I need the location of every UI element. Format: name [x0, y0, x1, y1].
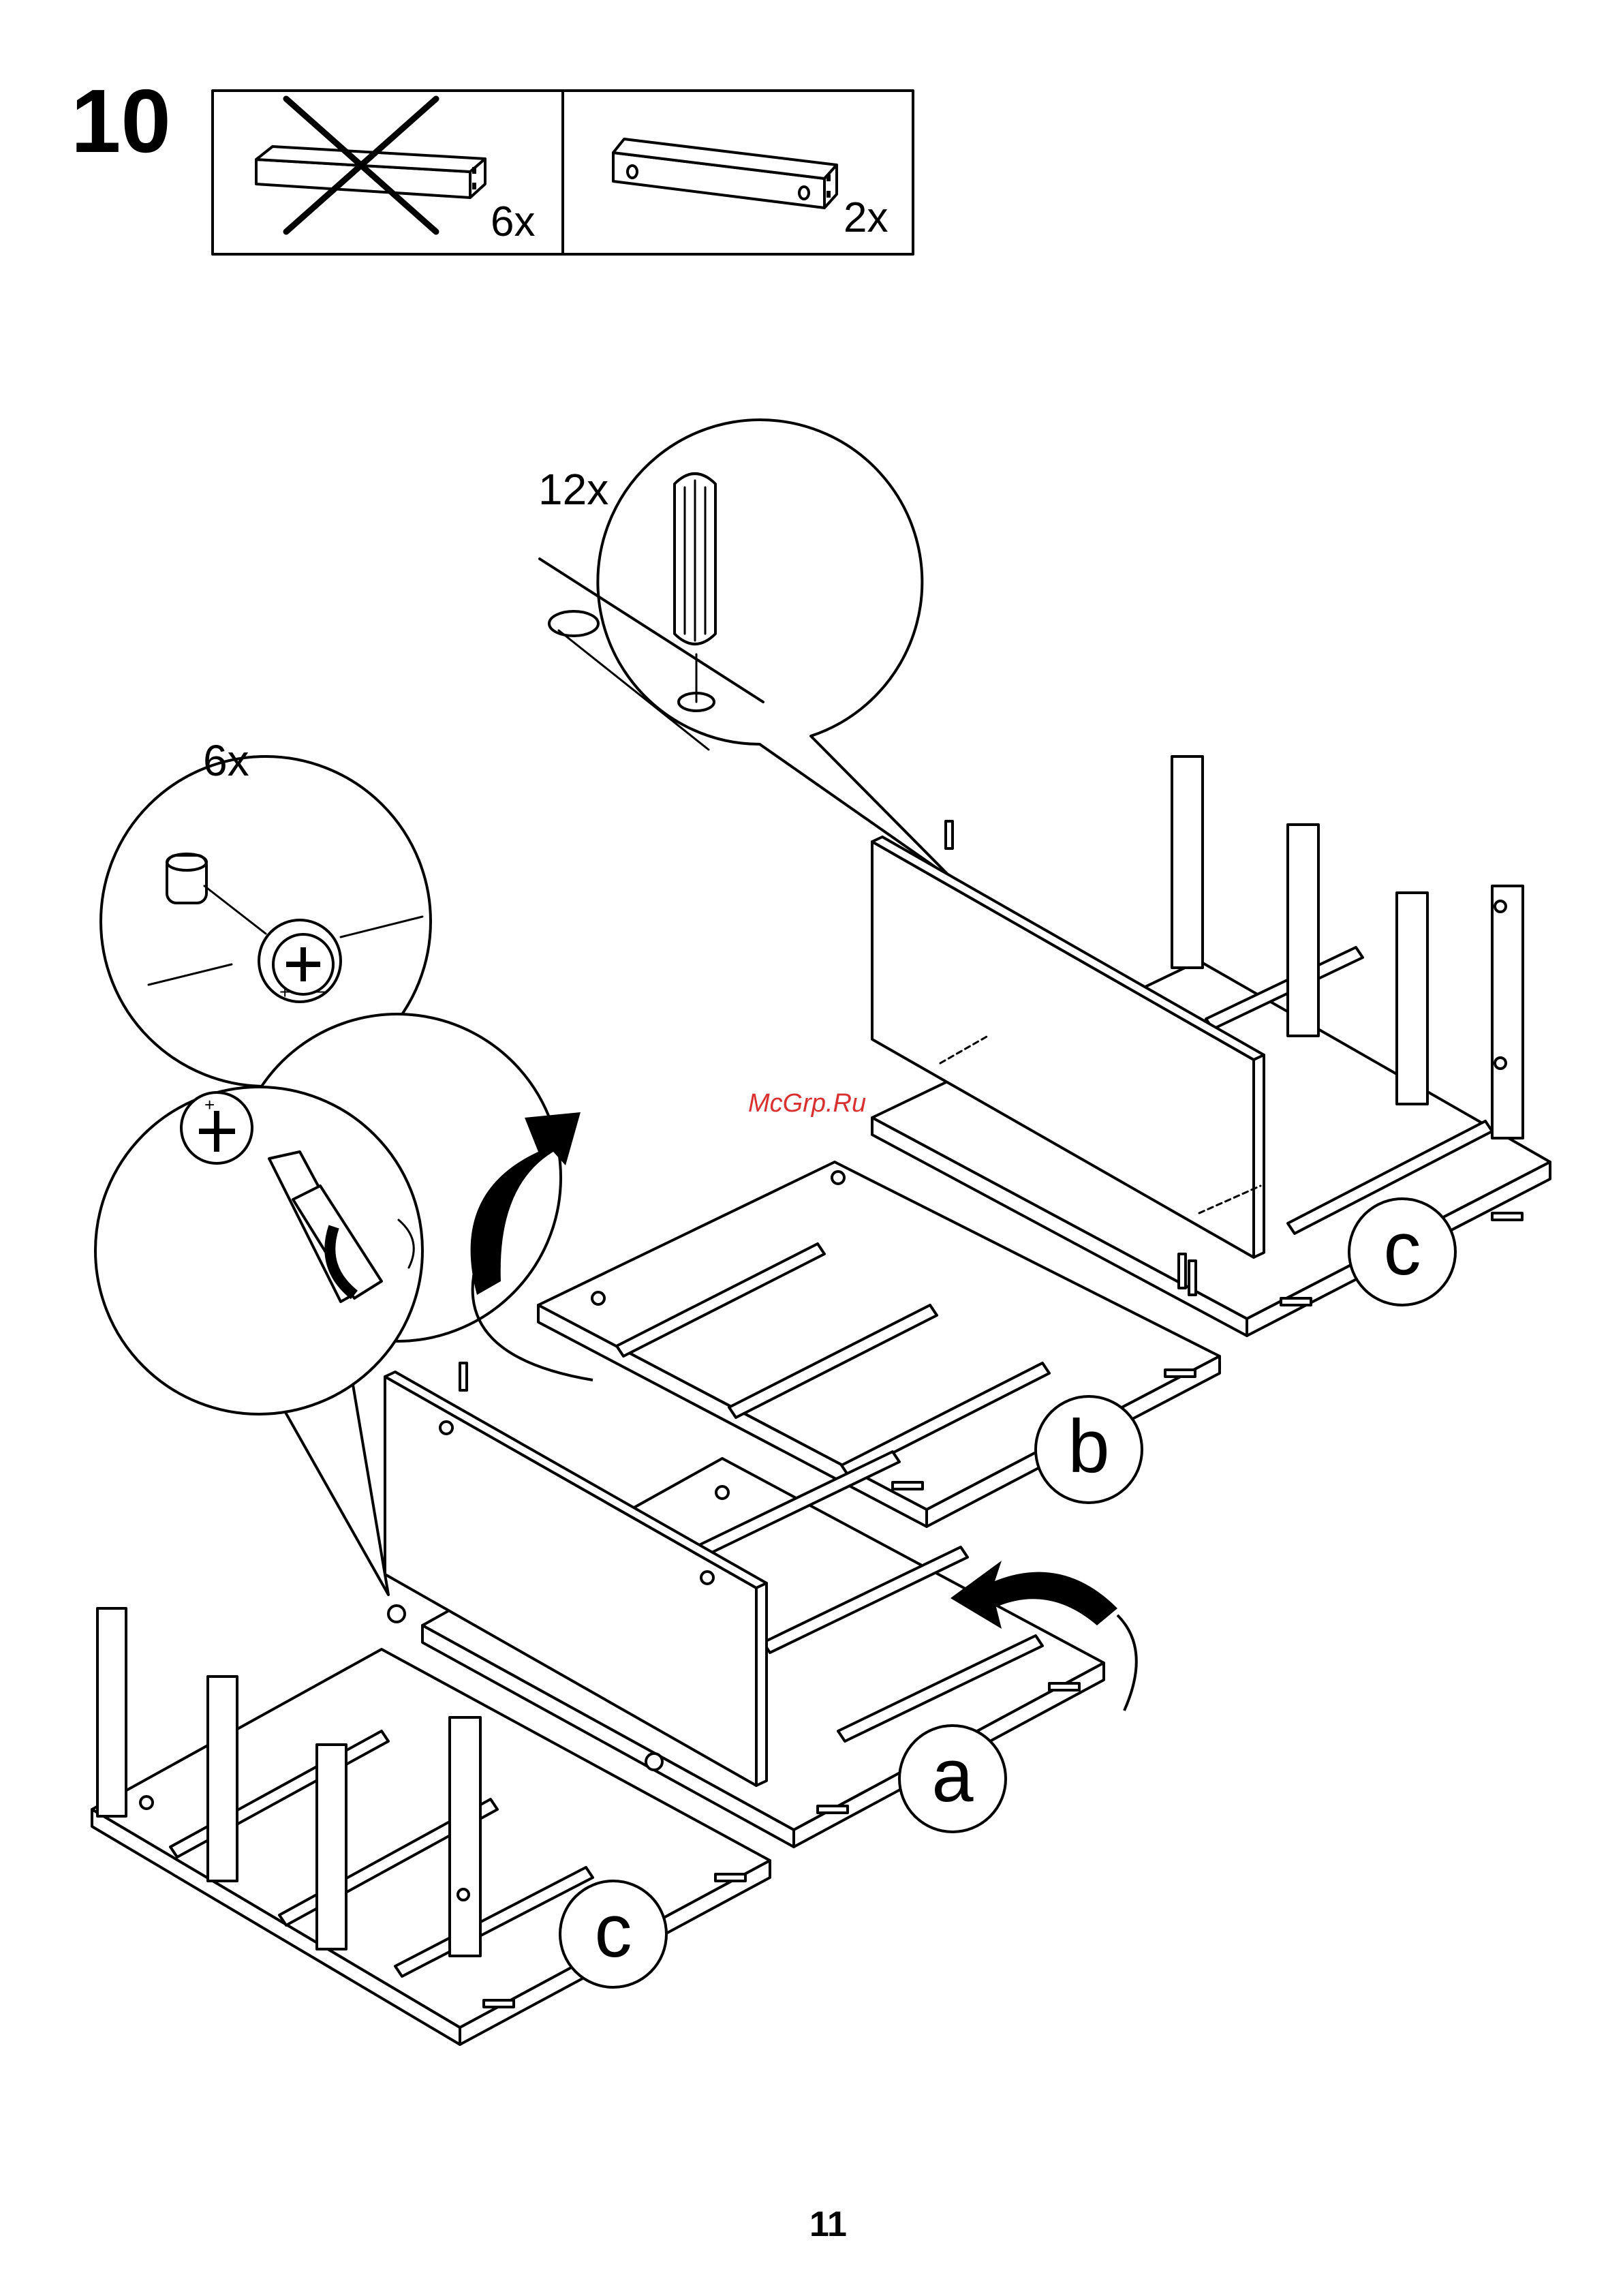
leg	[317, 1745, 346, 1949]
cam-lock-qty: 6x	[203, 736, 249, 785]
svg-text:+: +	[279, 981, 290, 1002]
leg	[1492, 886, 1523, 1138]
dowel-callout: 12x	[538, 420, 953, 879]
leg	[1397, 893, 1427, 1104]
label-c-bottom: c	[560, 1881, 666, 1987]
connector-plate-icon	[613, 139, 837, 208]
cam-lock-turned-icon: +	[181, 1092, 252, 1163]
label-c-bottom-text: c	[595, 1889, 632, 1973]
leg	[97, 1608, 126, 1816]
rail-crossed-icon	[256, 99, 485, 232]
leg	[1288, 825, 1318, 1036]
svg-text:+: +	[204, 1095, 215, 1115]
svg-text:−: −	[315, 981, 326, 1002]
leg	[208, 1677, 237, 1881]
label-a-text: a	[931, 1734, 974, 1818]
label-c-top-text: c	[1384, 1207, 1421, 1291]
parts-qty-crossed: 6x	[491, 198, 535, 245]
leg	[450, 1717, 480, 1956]
label-b: b	[1036, 1396, 1142, 1503]
cam-lock-icon: + −	[259, 920, 341, 1002]
label-c-top: c	[1349, 1199, 1455, 1305]
label-a: a	[899, 1726, 1006, 1832]
wooden-dowel-icon	[675, 474, 715, 644]
leg	[1172, 756, 1203, 968]
parts-qty-plate: 2x	[844, 194, 888, 241]
dowel-qty: 12x	[538, 465, 608, 514]
parts-box: 6x 2x	[213, 91, 913, 254]
label-b-text: b	[1068, 1405, 1109, 1488]
